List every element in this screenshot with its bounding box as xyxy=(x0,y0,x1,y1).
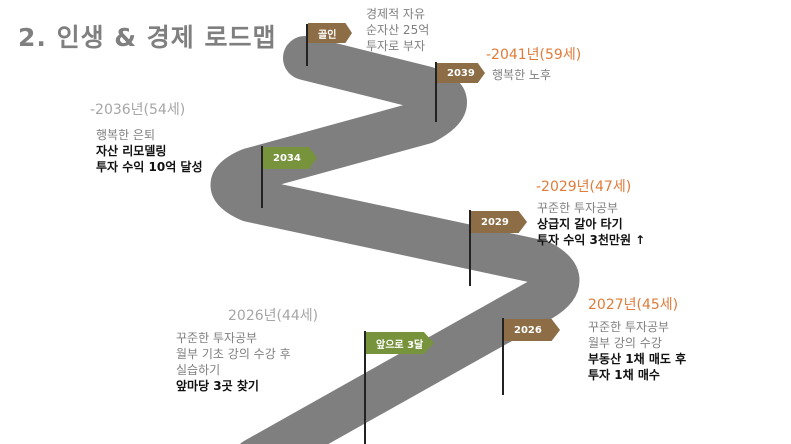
line: 순자산 25억 xyxy=(366,23,430,37)
line: 행복한 노후 xyxy=(492,68,552,82)
text-2041: 행복한 노후 xyxy=(492,67,551,83)
line: 꾸준한 투자공부 xyxy=(176,331,258,345)
year-2041: -2041년(59세) xyxy=(486,47,582,63)
flag-pole xyxy=(502,318,504,395)
flag-now: 앞으로 3달 xyxy=(366,332,434,354)
year-2027: 2027년(45세) xyxy=(588,297,679,313)
line: 월부 강의 수강 xyxy=(588,336,662,350)
line: 투자 1채 매수 xyxy=(588,368,660,382)
line: 꾸준한 투자공부 xyxy=(588,320,670,334)
year-2036: -2036년(54세) xyxy=(90,102,186,118)
goal-flag: 골인 xyxy=(308,23,352,43)
flag-pole xyxy=(306,24,308,66)
line: 행복한 은퇴 xyxy=(96,128,156,142)
flag-pole xyxy=(469,210,471,286)
text-2026: 꾸준한 투자공부 월부 기초 강의 수강 후 실습하기 앞마당 3곳 찾기 xyxy=(176,330,291,394)
year-2029: -2029년(47세) xyxy=(536,179,632,195)
line: 부동산 1채 매도 후 xyxy=(588,352,687,366)
line: 투자 수익 10억 달성 xyxy=(96,160,203,174)
line: 월부 기초 강의 수강 후 xyxy=(176,347,291,361)
flag-2026: 2026 xyxy=(504,319,560,341)
page-title: 2. 인생 & 경제 로드맵 xyxy=(18,23,277,52)
flag-pole xyxy=(261,146,263,208)
goal-text: 경제적 자유 순자산 25억 투자로 부자 xyxy=(366,6,429,54)
flag-pole xyxy=(364,331,366,444)
year-2026: 2026년(44세) xyxy=(228,308,319,324)
flag-2029: 2029 xyxy=(471,211,527,233)
flag-2034: 2034 xyxy=(263,147,317,169)
line: 상급지 갈아 타기 xyxy=(537,217,623,231)
text-2036: 행복한 은퇴 자산 리모델링 투자 수익 10억 달성 xyxy=(96,127,203,175)
line: 경제적 자유 xyxy=(366,7,426,21)
line: 실습하기 xyxy=(176,363,221,377)
line: 투자로 부자 xyxy=(366,39,426,53)
flag-2039: 2039 xyxy=(437,63,485,83)
text-2029: 꾸준한 투자공부 상급지 갈아 타기 투자 수익 3천만원 ↑ xyxy=(537,200,645,248)
line: 자산 리모델링 xyxy=(96,144,167,158)
line: 꾸준한 투자공부 xyxy=(537,201,619,215)
line: 앞마당 3곳 찾기 xyxy=(176,379,259,393)
line: 투자 수익 3천만원 ↑ xyxy=(537,233,646,247)
text-2027: 꾸준한 투자공부 월부 강의 수강 부동산 1채 매도 후 투자 1채 매수 xyxy=(588,319,686,383)
flag-pole xyxy=(435,62,437,122)
